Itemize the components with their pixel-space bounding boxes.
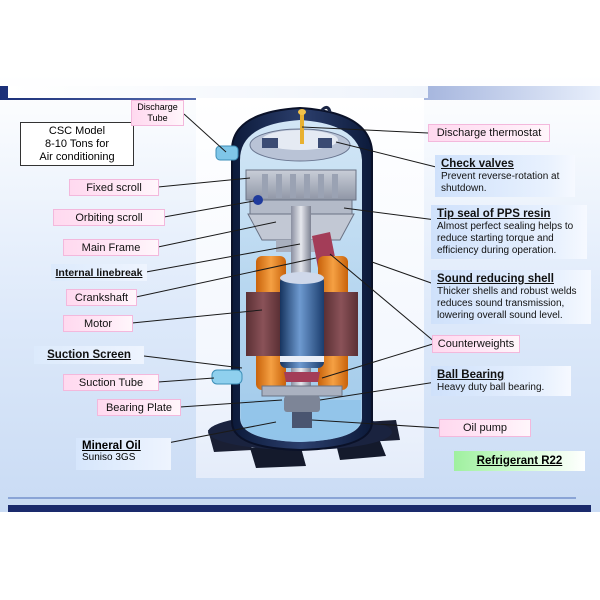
oil-pump-body bbox=[292, 412, 312, 428]
label-bearing-plate: Bearing Plate bbox=[97, 399, 181, 416]
label-fixed-scroll: Fixed scroll bbox=[69, 179, 159, 196]
check-valves-title: Check valves bbox=[441, 158, 514, 170]
mineral-oil-desc: Suniso 3GS bbox=[82, 452, 136, 463]
label-motor: Motor bbox=[63, 315, 133, 332]
tip-seal-desc-1: Almost perfect sealing helps to bbox=[437, 221, 574, 232]
check-valves-desc-2: shutdown. bbox=[441, 183, 487, 194]
sound-shell-title: Sound reducing shell bbox=[437, 273, 554, 285]
discharge-cap bbox=[249, 105, 351, 162]
label-tip-seal: Tip seal of PPS resin Almost perfect sea… bbox=[431, 205, 587, 259]
model-info-box: CSC Model 8-10 Tons for Air conditioning bbox=[20, 122, 134, 166]
title-bar-highlight bbox=[8, 86, 428, 98]
discharge-tube-line-1: Discharge bbox=[137, 102, 178, 112]
leader-lines bbox=[131, 113, 441, 447]
model-line-2: 8-10 Tons for bbox=[44, 138, 109, 150]
tip-seal-title: Tip seal of PPS resin bbox=[437, 208, 551, 220]
label-mineral-oil: Mineral Oil Suniso 3GS bbox=[76, 438, 171, 470]
label-sound-reducing-shell: Sound reducing shell Thicker shells and … bbox=[431, 270, 591, 324]
model-line-3: Air conditioning bbox=[39, 151, 115, 163]
sound-shell-desc-3: lowering overall sound level. bbox=[437, 310, 563, 321]
label-refrigerant: Refrigerant R22 bbox=[454, 451, 585, 471]
label-oil-pump: Oil pump bbox=[439, 419, 531, 437]
mineral-oil-title: Mineral Oil bbox=[82, 440, 141, 452]
label-check-valves: Check valves Prevent reverse-rotation at… bbox=[435, 155, 575, 197]
motor-rotor bbox=[280, 272, 324, 368]
label-discharge-thermostat: Discharge thermostat bbox=[428, 124, 550, 142]
label-counterweights: Counterweights bbox=[432, 335, 520, 353]
lower-counterweight bbox=[284, 372, 320, 382]
tip-seal-desc-3: efficiency during operation. bbox=[437, 245, 557, 256]
label-suction-screen: Suction Screen bbox=[34, 346, 144, 364]
motor-stator bbox=[246, 292, 358, 356]
fixed-scroll bbox=[245, 169, 357, 201]
sound-shell-desc-1: Thicker shells and robust welds bbox=[437, 286, 577, 297]
check-valves-desc-1: Prevent reverse-rotation at bbox=[441, 171, 560, 182]
label-suction-tube: Suction Tube bbox=[63, 374, 159, 391]
label-orbiting-scroll: Orbiting scroll bbox=[53, 209, 165, 226]
footer-rule bbox=[8, 497, 576, 499]
sound-shell-desc-2: reduces sound transmission, bbox=[437, 298, 565, 309]
suction-tube-stub bbox=[211, 369, 243, 385]
label-discharge-tube: Discharge Tube bbox=[131, 100, 184, 126]
bearing-plate bbox=[261, 385, 343, 412]
ball-bearing-title: Ball Bearing bbox=[437, 369, 505, 381]
discharge-tube-line-2: Tube bbox=[147, 113, 168, 123]
label-internal-linebreak: Internal linebreak bbox=[51, 264, 147, 281]
tip-seal-desc-2: reduce starting torque and bbox=[437, 233, 554, 244]
footer-bar bbox=[8, 505, 591, 512]
label-main-frame: Main Frame bbox=[63, 239, 159, 256]
discharge-tube-stub bbox=[215, 145, 239, 161]
ball-bearing-desc: Heavy duty ball bearing. bbox=[437, 382, 545, 393]
label-crankshaft: Crankshaft bbox=[66, 289, 137, 306]
label-ball-bearing: Ball Bearing Heavy duty ball bearing. bbox=[431, 366, 571, 396]
model-line-1: CSC Model bbox=[48, 125, 106, 137]
